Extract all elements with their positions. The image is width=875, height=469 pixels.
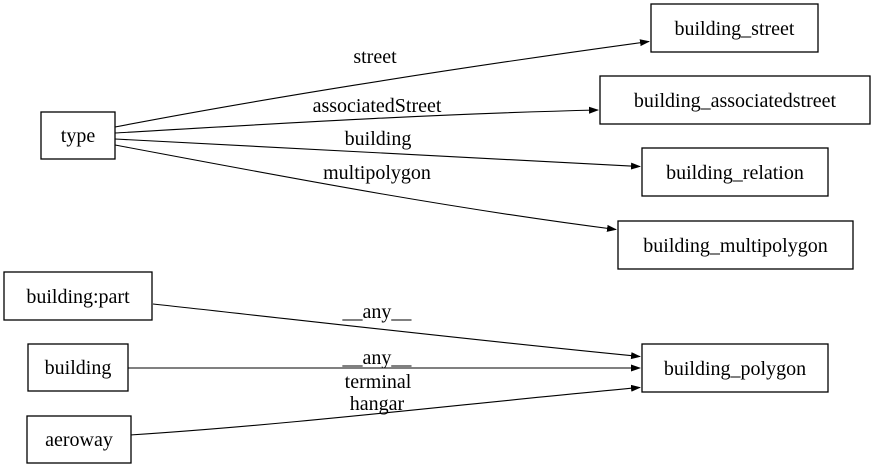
edge-label-group: street associatedStreet building multipo… [313,46,442,415]
node-building-polygon: building_polygon [641,343,829,393]
node-aeroway: aeroway [26,415,132,464]
node-label-building-associatedstreet: building_associatedstreet [634,90,837,112]
edge-label-terminal: terminal [345,371,412,393]
node-label-building-part: building:part [26,286,130,308]
node-building-multipolygon: building_multipolygon [617,220,854,270]
edge-label-hangar: hangar [350,393,405,415]
node-group: type building_street building_associated… [3,3,871,464]
node-building-relation: building_relation [641,147,829,197]
node-building-part: building:part [3,271,153,321]
node-box-building-multipolygon [617,220,854,270]
edge-type-building-associatedstreet [114,106,599,134]
edge-label-street: street [353,46,397,68]
edge-type-building-street [114,39,650,128]
node-box-aeroway [26,415,132,464]
node-building-street: building_street [650,3,819,53]
edge-label-any-buildingpart: __any__ [342,301,413,323]
node-box-building-part [3,271,153,321]
edge-label-any-building: __any__ [342,347,413,369]
node-label-building-street: building_street [675,18,795,40]
edge-label-multipolygon: multipolygon [323,162,431,184]
node-building-associatedstreet: building_associatedstreet [599,75,871,125]
node-building: building [27,343,129,392]
edge-label-building: building [345,128,412,150]
edge-type-building-multipolygon [114,144,617,232]
node-box-building-associatedstreet [599,75,871,125]
edge-group [114,39,650,436]
node-box-building [27,343,129,392]
node-label-building-relation: building_relation [666,162,804,184]
node-box-type [40,111,116,160]
edge-aeroway-building-polygon [129,384,641,436]
node-type: type [40,111,116,160]
node-label-aeroway: aeroway [45,429,113,451]
edge-label-associatedstreet: associatedStreet [313,95,442,117]
node-label-building-multipolygon: building_multipolygon [643,235,827,257]
node-box-building-polygon [641,343,829,393]
node-label-building: building [45,357,112,379]
node-box-building-street [650,3,819,53]
node-box-building-relation [641,147,829,197]
edge-buildingpart-building-polygon [152,303,641,360]
node-label-type: type [61,125,96,147]
edge-type-building-relation [114,138,641,170]
node-label-building-polygon: building_polygon [664,358,806,380]
